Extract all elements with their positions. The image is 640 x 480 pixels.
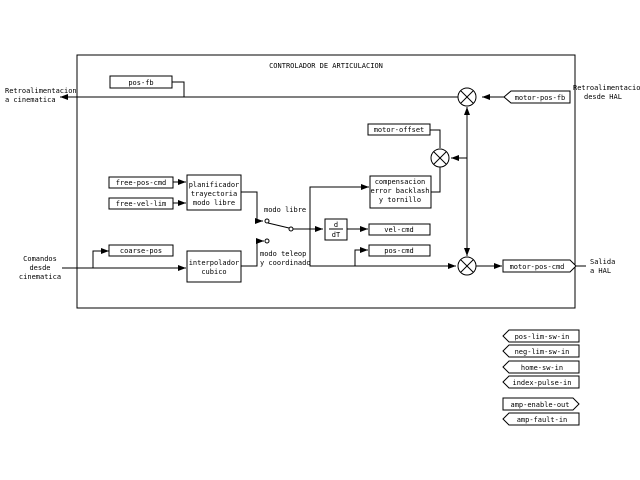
feedback-out-line1: Retroalimentacion bbox=[5, 87, 77, 95]
pos-fb-block bbox=[109, 75, 173, 89]
controller-title: CONTROLADOR DE ARTICULACION bbox=[269, 62, 383, 70]
svg-text:motor-pos-cmd: motor-pos-cmd bbox=[510, 263, 565, 271]
controller-frame bbox=[76, 54, 576, 309]
svg-text:home-sw-in: home-sw-in bbox=[521, 364, 563, 372]
svg-text:index-pulse-in: index-pulse-in bbox=[512, 379, 571, 387]
coarse-pos-block bbox=[108, 244, 174, 257]
svg-text:amp-enable-out: amp-enable-out bbox=[510, 401, 569, 409]
switch-label-teleop-line1: modo teleop bbox=[260, 250, 306, 258]
pin-pos-lim-sw-in: pos-lim-sw-in bbox=[502, 329, 580, 343]
motor-offset-label: motor-offset bbox=[374, 126, 425, 134]
vel-cmd-label: vel-cmd bbox=[384, 226, 414, 234]
svg-text:pos-lim-sw-in: pos-lim-sw-in bbox=[515, 333, 570, 341]
svg-text:motor-pos-fb: motor-pos-fb bbox=[515, 94, 566, 102]
svg-text:neg-lim-sw-in: neg-lim-sw-in bbox=[515, 348, 570, 356]
compensation-line2: error backlash bbox=[370, 187, 429, 195]
mode-switch bbox=[264, 218, 294, 244]
switch-label-teleop-line2: y coordinado bbox=[260, 259, 311, 267]
pos-fb-label: pos-fb bbox=[128, 79, 153, 87]
pin-home-sw-in: home-sw-in bbox=[502, 360, 580, 374]
feedback-out-line2: a cinematica bbox=[5, 96, 56, 104]
pin-amp-fault-in: amp-fault-in bbox=[502, 412, 580, 426]
free-pos-cmd-label: free-pos-cmd bbox=[116, 179, 167, 187]
planner-line1: planificador bbox=[189, 181, 240, 189]
free-vel-lim-label: free-vel-lim bbox=[116, 200, 167, 208]
compensation-line3: y tornillo bbox=[379, 196, 421, 204]
planner-line3: modo libre bbox=[193, 199, 235, 207]
interpolator-line2: cubico bbox=[201, 268, 226, 276]
compensation-line1: compensacion bbox=[375, 178, 426, 186]
derivative-den: dT bbox=[332, 231, 341, 239]
motor-pos-fb-pin: motor-pos-fb bbox=[503, 90, 571, 104]
commands-in-line2: desde bbox=[29, 264, 50, 272]
interpolator-line1: interpolador bbox=[189, 259, 240, 267]
pin-amp-enable-out: amp-enable-out bbox=[502, 397, 580, 411]
compensation-block bbox=[369, 175, 432, 209]
motor-pos-cmd-pin: motor-pos-cmd bbox=[502, 259, 577, 273]
commands-in-line3: cinematica bbox=[19, 273, 61, 281]
switch-label-free: modo libre bbox=[264, 206, 306, 214]
feedback-in-line1: Retroalimentacion bbox=[573, 84, 640, 92]
derivative-num: d bbox=[334, 221, 338, 229]
feedback-in-line2: desde HAL bbox=[584, 93, 622, 101]
output-line1: Salida bbox=[590, 258, 615, 266]
planner-line2: trayectoria bbox=[191, 190, 237, 198]
coarse-pos-label: coarse-pos bbox=[120, 247, 162, 255]
pin-neg-lim-sw-in: neg-lim-sw-in bbox=[502, 344, 580, 358]
commands-in-line1: Comandos bbox=[23, 255, 57, 263]
output-line2: a HAL bbox=[590, 267, 611, 275]
pos-cmd-block bbox=[368, 244, 431, 257]
pin-index-pulse-in: index-pulse-in bbox=[502, 375, 580, 389]
planner-block bbox=[186, 174, 242, 211]
pos-cmd-label: pos-cmd bbox=[384, 247, 414, 255]
interpolator-block bbox=[186, 250, 242, 283]
vel-cmd-block bbox=[368, 223, 431, 236]
svg-text:amp-fault-in: amp-fault-in bbox=[517, 416, 568, 424]
